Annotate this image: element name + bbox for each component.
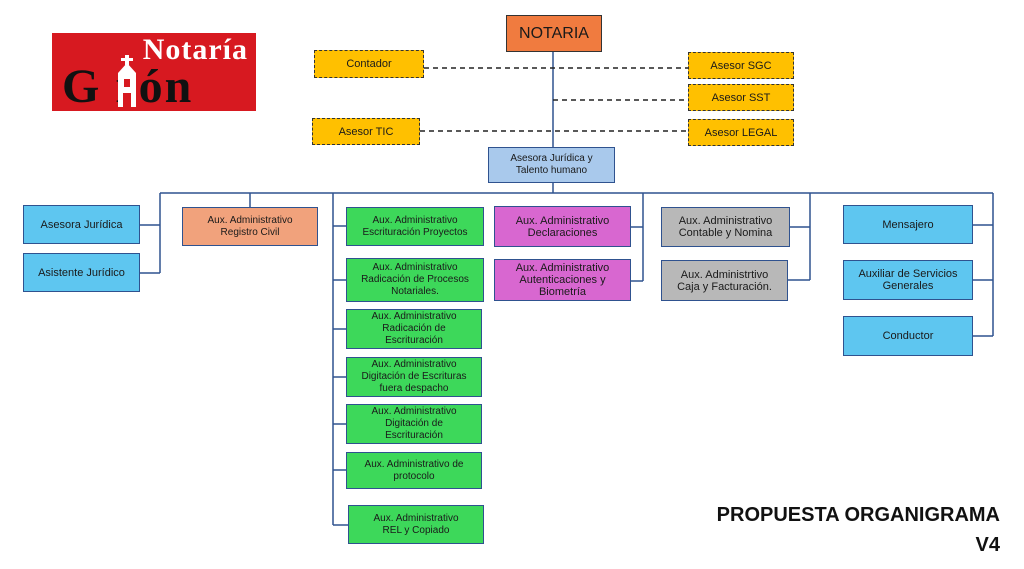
node-asesor-sgc: Asesor SGC: [688, 52, 794, 79]
node-digitacion-fuera-despacho: Aux. Administrativo Digitación de Escrit…: [346, 357, 482, 397]
node-declaraciones: Aux. Administrativo Declaraciones: [494, 206, 631, 247]
node-caja-facturacion: Aux. Administrtivo Caja y Facturación.: [661, 260, 788, 301]
node-servicios-generales: Auxiliar de Servicios Generales: [843, 260, 973, 300]
node-contador: Contador: [314, 50, 424, 78]
church-icon: [118, 55, 136, 107]
node-escrituracion-proyectos: Aux. Administrativo Escrituración Proyec…: [346, 207, 484, 246]
node-asesora-juridica-talento: Asesora Jurídica y Talento humano: [488, 147, 615, 183]
node-registro-civil: Aux. Administrativo Registro Civil: [182, 207, 318, 246]
node-notaria: NOTARIA: [506, 15, 602, 52]
node-conductor: Conductor: [843, 316, 973, 356]
node-mensajero: Mensajero: [843, 205, 973, 244]
node-autenticaciones-biometria: Aux. Administrativo Autenticaciones y Bi…: [494, 259, 631, 301]
title-version: V4: [975, 534, 1000, 556]
node-digitacion-escrituracion: Aux. Administrativo Digitación de Escrit…: [346, 404, 482, 444]
node-protocolo: Aux. Administrativo de protocolo: [346, 452, 482, 489]
node-contable-nomina: Aux. Administrativo Contable y Nomina: [661, 207, 790, 247]
node-asesor-legal: Asesor LEGAL: [688, 119, 794, 146]
node-radicacion-procesos: Aux. Administrativo Radicación de Proces…: [346, 258, 484, 302]
node-asistente-juridico: Asistente Jurídico: [23, 253, 140, 292]
node-asesor-tic: Asesor TIC: [312, 118, 420, 145]
node-radicacion-escrituracion: Aux. Administrativo Radicación de Escrit…: [346, 309, 482, 349]
node-rel-copiado: Aux. Administrativo REL y Copiado: [348, 505, 484, 544]
node-asesor-sst: Asesor SST: [688, 84, 794, 111]
title-propuesta-organigrama: PROPUESTA ORGANIGRAMA: [716, 504, 1000, 526]
node-asesora-juridica: Asesora Jurídica: [23, 205, 140, 244]
notaria-giron-logo: Notaría G rón: [52, 33, 256, 113]
logo-text-notaria: Notaría: [142, 33, 248, 66]
